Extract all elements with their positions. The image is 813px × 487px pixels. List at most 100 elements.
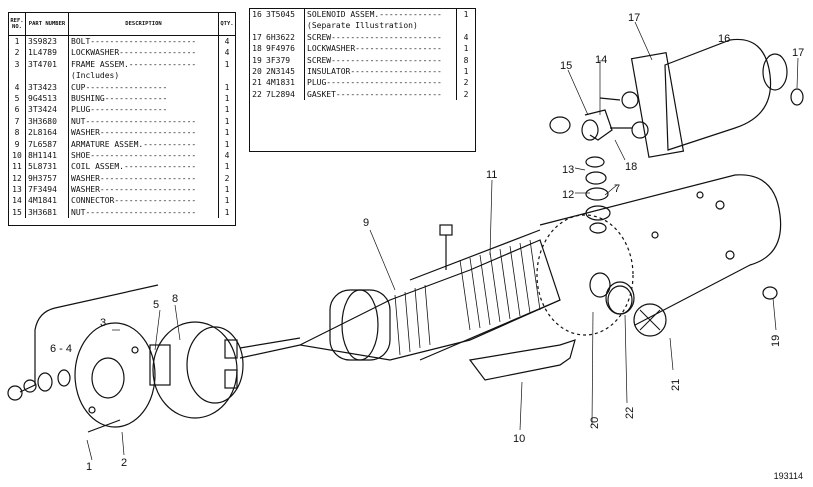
qty-cell: 1 [224,116,230,126]
callout-17a: 17 [628,12,640,24]
part-number-cell: 7F3494 [26,184,69,196]
description-cell: BUSHING------------- [69,92,219,105]
ref-cell [9,70,26,82]
qty-cell: 1 [463,66,469,76]
description-cell: WASHER-------------------- [69,172,219,185]
description-cell: PLUG------------------------ [305,77,457,89]
description-cell: SHOE---------------------- [69,149,219,162]
ref-cell: 19 [252,55,262,65]
qty-cell [457,20,475,31]
shoe-part [468,339,576,381]
description-cell: SCREW----------------------- [305,31,457,44]
qty-cell: 4 [224,150,230,160]
part-number-cell: 3H3681 [26,206,69,219]
callout-5: 5 [153,299,159,311]
callout-20: 20 [589,417,601,429]
qty-cell: 1 [463,10,469,19]
description-cell: SCREW----------------------- [305,54,457,66]
part-number-cell: 4M1841 [26,195,69,207]
ref-cell: 17 [252,32,262,42]
part-number-cell: 3T4701 [26,58,69,71]
header-ref: REF. NO. [9,13,26,35]
part-number-cell [26,70,69,82]
qty-cell: 1 [224,128,230,138]
description-cell: CONNECTOR----------------- [69,195,219,207]
leader-lines [86,21,799,461]
ref-cell: 8 [9,127,26,139]
callout-14: 14 [595,54,607,66]
description-cell: LOCKWASHER---------------- [69,47,219,59]
callout-7: 7 [614,183,620,195]
part-number-cell: 2N3145 [264,65,305,78]
part-number-cell [264,20,305,32]
qty-cell: 4 [463,32,469,42]
table-row: (Separate Illustration) [250,20,475,32]
description-cell: NUT----------------------- [69,206,219,219]
description-cell: WASHER-------------------- [69,184,219,196]
screw-17 [790,88,804,106]
part-number-cell: 7L2894 [264,88,305,101]
callout-2: 2 [121,457,127,469]
callout-16: 16 [718,33,730,45]
part-number-cell: 3T5045 [264,9,305,21]
callout-1: 1 [86,461,92,473]
ref-cell [250,20,264,31]
callout-22: 22 [624,407,636,419]
ref-cell: 12 [9,172,26,185]
callout-9: 9 [363,217,369,229]
part-number-cell: 4M1831 [264,77,305,89]
part-number-cell: 3F379 [264,54,305,66]
description-cell: ARMATURE ASSEM.----------- [69,138,219,150]
qty-cell: 4 [224,37,230,46]
end-frame [74,322,156,428]
callout-19: 19 [770,335,782,347]
table-row: (Includes) [9,70,235,82]
part-number-cell: 9H3757 [26,172,69,185]
callout-8: 8 [172,293,178,305]
qty-cell: 2 [463,78,469,88]
part-number-cell: 3T3424 [26,104,69,116]
callout-21: 21 [670,379,682,391]
ref-cell: 2 [9,47,26,59]
part-number-cell: 7L6587 [26,138,69,150]
qty-cell: 1 [463,44,469,54]
frame-housing [536,174,782,336]
table-header: REF. NO. PART NUMBER DESCRIPTION QTY. [9,13,235,36]
qty-cell: 1 [224,139,230,149]
description-cell: INSULATOR------------------- [305,65,457,78]
callout-11: 11 [486,169,497,181]
bolt-1 [87,419,121,433]
part-number-cell: 3S9823 [26,36,69,48]
ref-cell: 13 [9,184,26,196]
description-cell: BOLT---------------------- [69,36,219,48]
part-number-cell: 2L8164 [26,127,69,139]
description-cell: (Separate Illustration) [305,20,457,32]
description-cell: FRAME ASSEM.-------------- [69,58,219,71]
ref-cell: 10 [9,149,26,162]
qty-cell [219,70,235,81]
figure-code: 193114 [773,471,803,481]
ref-cell: 22 [252,89,262,99]
ref-cell: 14 [9,195,26,207]
description-cell: CUP----------------- [69,81,219,93]
description-cell: PLUG---------------- [69,104,219,116]
part-number-cell: 5L8731 [26,161,69,173]
description-cell: WASHER-------------------- [69,127,219,139]
armature-assembly [239,229,561,361]
qty-cell: 1 [224,162,230,172]
insulator-22 [605,281,635,315]
qty-cell: 1 [224,105,230,115]
